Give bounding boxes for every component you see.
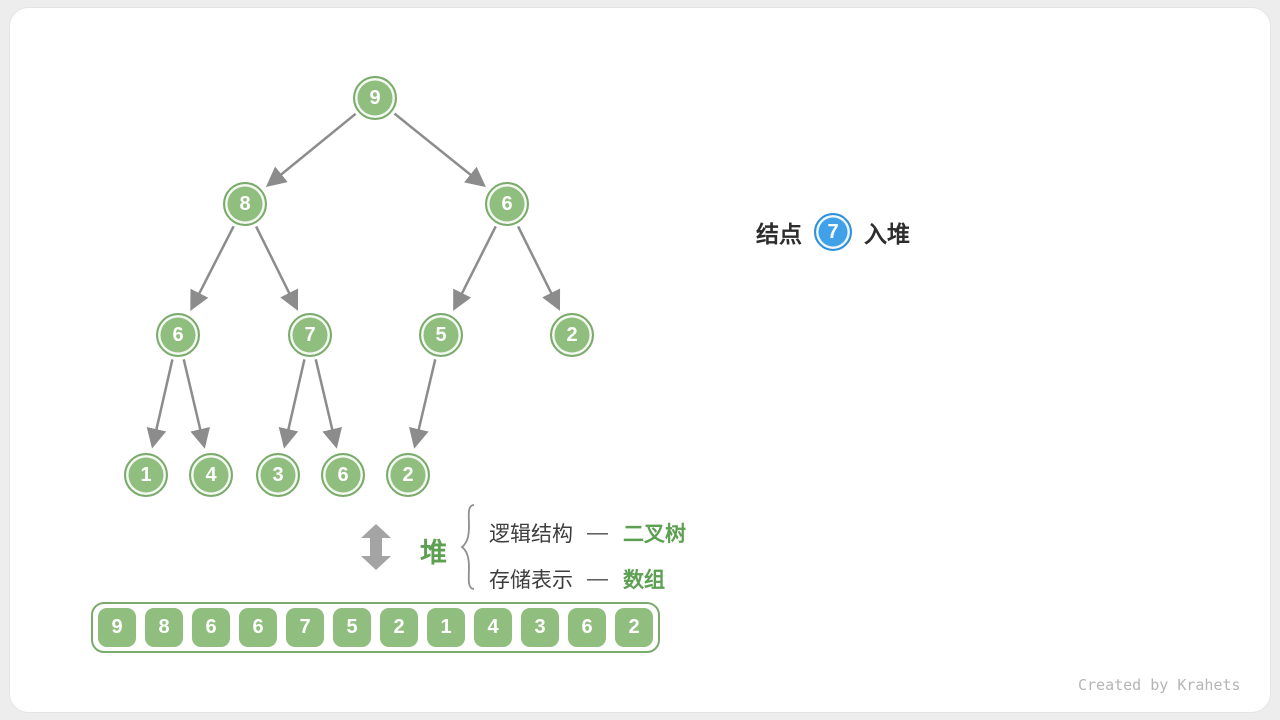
tree-node: 6 — [156, 313, 200, 357]
legend-name: 逻辑结构 — [489, 523, 573, 546]
tree-edge — [516, 225, 561, 311]
tree-node: 6 — [485, 182, 529, 226]
legend-row: 存储表示 — 数组 — [489, 556, 686, 602]
highlighted-node-7: 7 — [814, 213, 852, 251]
array-cell: 5 — [333, 608, 371, 647]
legend-name: 存储表示 — [489, 569, 573, 592]
array-cell: 2 — [615, 608, 653, 647]
array-cell: 6 — [192, 608, 230, 647]
tree-edge — [265, 112, 357, 187]
tree-node: 2 — [386, 453, 430, 497]
tree-edge — [190, 225, 235, 311]
tree-edge — [409, 359, 437, 449]
array-cell: 9 — [98, 608, 136, 647]
annotation-prefix-label: 结点 — [756, 221, 802, 247]
legend-dash: — — [587, 521, 609, 544]
array-cell: 8 — [145, 608, 183, 647]
tree-node: 8 — [223, 182, 267, 226]
array-cell: 7 — [286, 608, 324, 647]
legend-dash: — — [587, 567, 609, 590]
tree-edge — [146, 359, 174, 449]
legend-rows: 逻辑结构 — 二叉树存储表示 — 数组 — [489, 510, 686, 602]
legend-value: 数组 — [623, 569, 665, 592]
tree-node: 3 — [256, 453, 300, 497]
tree-node: 4 — [189, 453, 233, 497]
tree-node: 7 — [288, 313, 332, 357]
tree-edge — [254, 225, 299, 311]
array-cell: 1 — [427, 608, 465, 647]
heap-push-annotation: 结点 7 入堆 — [756, 213, 910, 251]
brace-icon — [460, 504, 475, 590]
tree-node: 5 — [419, 313, 463, 357]
tree-edge — [453, 225, 497, 311]
tree-edge — [278, 359, 306, 449]
heap-label: 堆 — [420, 538, 447, 568]
tree-edge — [314, 359, 342, 449]
tree-node: 1 — [124, 453, 168, 497]
tree-node: 9 — [353, 76, 397, 120]
array-cell: 6 — [568, 608, 606, 647]
array-cell: 3 — [521, 608, 559, 647]
array-cell: 6 — [239, 608, 277, 647]
array-cell: 2 — [380, 608, 418, 647]
diagram-card — [10, 8, 1270, 712]
tree-node: 6 — [321, 453, 365, 497]
array-cell: 4 — [474, 608, 512, 647]
tree-edge — [182, 359, 210, 449]
annotation-suffix-label: 入堆 — [864, 221, 910, 247]
credit-text: Created by Krahets — [1078, 676, 1241, 694]
legend-row: 逻辑结构 — 二叉树 — [489, 510, 686, 556]
tree-node: 2 — [550, 313, 594, 357]
legend-value: 二叉树 — [623, 523, 686, 546]
up-down-arrow-icon — [361, 524, 391, 570]
tree-edge — [393, 112, 486, 188]
